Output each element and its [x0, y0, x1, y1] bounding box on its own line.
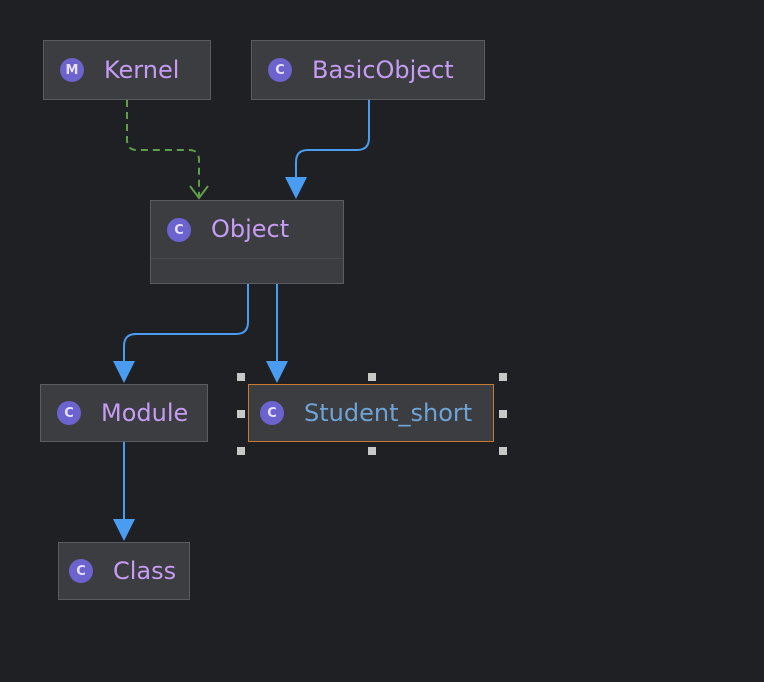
class-badge-icon: C: [69, 559, 93, 583]
edge-basicobject-arrowhead: [285, 177, 307, 199]
node-basic-object[interactable]: C BasicObject: [251, 40, 485, 100]
class-badge-icon: C: [260, 401, 284, 425]
resize-handle-top-right[interactable]: [499, 373, 507, 381]
edge-module-arrowhead: [113, 361, 135, 383]
node-kernel-label: Kernel: [104, 56, 180, 84]
module-badge-icon: M: [60, 58, 84, 82]
class-badge-icon: C: [167, 218, 191, 242]
node-module[interactable]: C Module: [40, 384, 208, 442]
edge-class-arrowhead: [113, 519, 135, 541]
edge-object-to-module: [123, 284, 249, 362]
resize-handle-middle-left[interactable]: [237, 410, 245, 418]
node-class[interactable]: C Class: [58, 542, 190, 600]
edge-student-short-arrowhead: [266, 361, 288, 383]
node-object-divider: [151, 258, 343, 259]
edge-kernel-arrowhead: [189, 185, 209, 200]
node-module-label: Module: [101, 399, 189, 427]
resize-handle-middle-right[interactable]: [499, 410, 507, 418]
node-kernel[interactable]: M Kernel: [43, 40, 211, 100]
class-badge-icon: C: [268, 58, 292, 82]
node-student-short-label: Student_short: [304, 399, 473, 427]
edge-basicobject-to-object: [295, 100, 370, 178]
edge-kernel-to-object: [126, 100, 200, 197]
resize-handle-top-left[interactable]: [237, 373, 245, 381]
node-object-label: Object: [211, 215, 290, 243]
class-badge-icon: C: [57, 401, 81, 425]
node-basic-object-label: BasicObject: [312, 56, 454, 84]
resize-handle-top-center[interactable]: [368, 373, 376, 381]
resize-handle-bottom-right[interactable]: [499, 447, 507, 455]
node-object[interactable]: C Object: [150, 200, 344, 284]
node-student-short[interactable]: C Student_short: [248, 384, 494, 442]
resize-handle-bottom-left[interactable]: [237, 447, 245, 455]
node-class-label: Class: [113, 557, 177, 585]
resize-handle-bottom-center[interactable]: [368, 447, 376, 455]
